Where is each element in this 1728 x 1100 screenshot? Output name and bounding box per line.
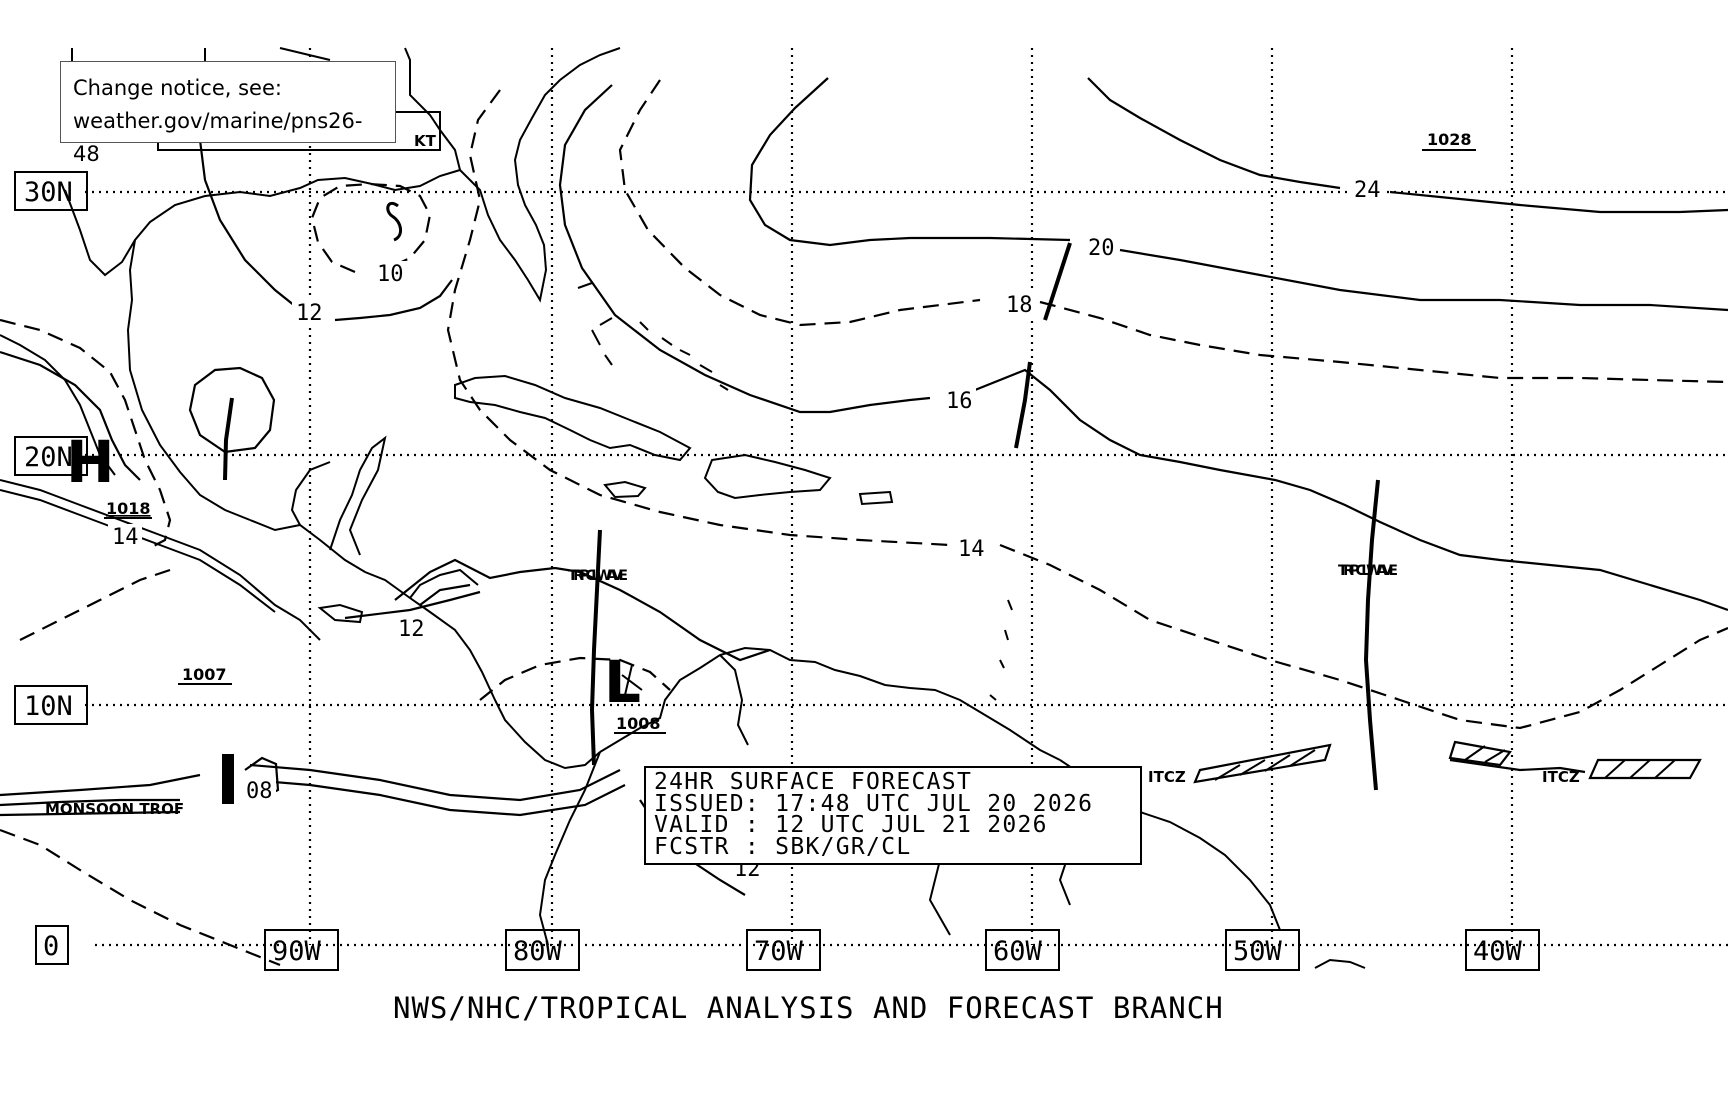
tropical-storm-symbol [386, 201, 402, 242]
isobar-label: 14 [958, 537, 985, 562]
pressure-value-1007: 1007 [182, 665, 227, 684]
high-pressure-value: 1018 [106, 499, 151, 518]
forecast-valid: VALID : 12 UTC JUL 21 2026 [654, 812, 1048, 838]
forecast-issued: ISSUED: 17:48 UTC JUL 20 2026 [654, 790, 1094, 817]
isobar-label: 10 [377, 262, 404, 287]
feature-labels: TRPCL WAVE TRPCL WAVE ITCZ ITCZ MONSOON … [45, 563, 1580, 818]
lon-label-70w: 70W [754, 936, 804, 967]
isobar-label: 14 [112, 525, 139, 550]
lat-label-20n: 20N [24, 442, 73, 473]
change-notice-line1: Change notice, see: [73, 76, 282, 100]
lat-label-30n: 30N [24, 177, 73, 208]
change-notice-box: Change notice, see: weather.gov/marine/p… [60, 61, 396, 166]
isobar-label: 16 [946, 389, 973, 414]
isobars [0, 77, 1728, 967]
lon-label-60w: 60W [993, 936, 1043, 967]
footer-credit: NWS/NHC/TROPICAL ANALYSIS AND FORECAST B… [393, 991, 1224, 1025]
lon-label-50w: 50W [1233, 936, 1283, 967]
isobar-label: 12 [398, 617, 425, 642]
isobar-label: 24 [1354, 178, 1381, 203]
monsoon-trough-label: MONSOON TROF [45, 800, 184, 818]
lat-label-0: 0 [43, 931, 59, 962]
coastlines [0, 47, 1366, 969]
isobar-labels: 24 20 18 16 14 14 12 12 12 10 08 [108, 176, 1386, 882]
itcz-label-2: ITCZ [1542, 768, 1580, 786]
forecast-title: 24HR SURFACE FORECAST [654, 769, 973, 795]
lon-label-90w: 90W [272, 936, 322, 967]
itcz-bands [1193, 740, 1702, 784]
pressure-centers: H 1018 L 1008 1028 1007 [66, 130, 1476, 804]
lon-label-40w: 40W [1473, 936, 1523, 967]
latitude-labels: 30N 20N 10N 0 [14, 171, 88, 965]
isobar-label: 08 [246, 779, 273, 804]
longitude-labels: 90W 80W 70W 60W 50W 40W [264, 929, 1540, 971]
low-pressure-symbol: L [604, 648, 641, 716]
scale-unit-label: KT [414, 132, 437, 150]
tropical-wave-label-2: TRPCL WAVE [1338, 563, 1398, 579]
monsoon-trough [0, 756, 626, 817]
change-notice-link[interactable]: weather.gov/marine/pns26-48 [73, 109, 363, 166]
isobar-label: 12 [296, 301, 323, 326]
low-pressure-value: 1008 [616, 714, 661, 733]
tropical-wave-label-1: TRPCL WAVE [568, 568, 628, 584]
lon-label-80w: 80W [513, 936, 563, 967]
high-pressure-symbol: H [66, 428, 115, 496]
isobar-label: 18 [1006, 293, 1033, 318]
lat-lon-grid [85, 48, 1728, 947]
forecast-forecasters: FCSTR : SBK/GR/CL [654, 833, 912, 860]
isobar-label: 20 [1088, 236, 1115, 261]
pressure-value-1028: 1028 [1427, 130, 1472, 149]
lat-label-10n: 10N [24, 691, 73, 722]
itcz-label-1: ITCZ [1148, 768, 1186, 786]
tropical-waves [223, 242, 1380, 791]
